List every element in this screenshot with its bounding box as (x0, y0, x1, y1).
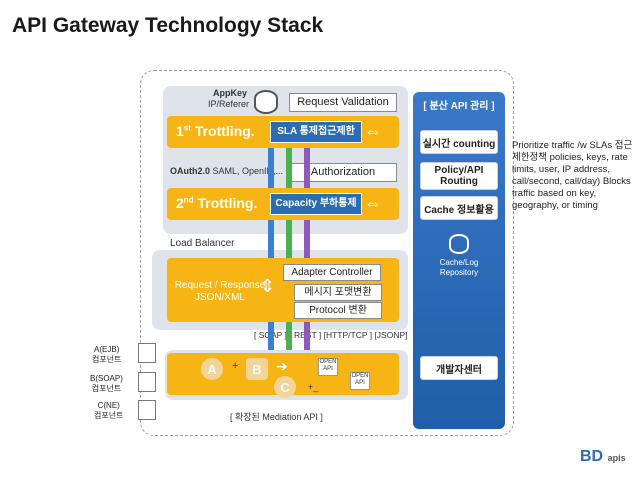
req-resp-label: Request / Response JSON/XML (170, 280, 270, 304)
adapter-controller-box: Adapter Controller (283, 264, 381, 281)
database-icon (254, 90, 278, 114)
sla-badge: SLA 통제접근제한 (270, 121, 362, 143)
component-c-name: C(NE) (97, 401, 120, 410)
plus-sign-2-text: + (308, 382, 314, 392)
policy-line1: Policy/API (434, 165, 484, 176)
pipe-green-2 (286, 220, 292, 258)
first-throttling-suffix: st (183, 123, 191, 133)
protocol-convert-box: Protocol 변환 (294, 302, 382, 319)
cache-database-icon (449, 234, 469, 254)
capacity-badge: Capacity 부하통제 (270, 193, 362, 215)
open-api-box-1: OPEN API (318, 358, 338, 376)
open-api-box-2: OPEN API (350, 372, 370, 390)
diagram-title: API Gateway Technology Stack (12, 14, 324, 37)
oauth-label: OAuth2.0 SAML, OpenID,... (170, 166, 283, 176)
open-api-2-line2: API (355, 380, 365, 386)
pipe-green-3 (286, 322, 292, 350)
ip-referer-label: IP/Referer (208, 99, 250, 109)
authorization-box: Authorization (289, 163, 397, 182)
pipe-green (286, 148, 292, 188)
first-throttling-ordinal: 1 (176, 123, 184, 139)
double-arrow-icon: ⇔ (364, 121, 382, 141)
oauth-rest: SAML, OpenID,... (212, 166, 284, 176)
second-throttling-word: Trottling. (197, 195, 258, 211)
node-a: A (201, 358, 223, 380)
cache-log-label: Cache/Log Repository (413, 258, 505, 278)
gateway-boundary (140, 70, 514, 436)
component-b-name: B(SOAP) (90, 374, 123, 383)
req-resp-line1: Request / Response (174, 280, 266, 291)
component-a-name: A(EJB) (94, 345, 120, 354)
realtime-counting-box: 실시간 counting (420, 130, 498, 154)
open-api-1-line2: API (323, 366, 333, 372)
open-api-1-line1: OPEN (319, 359, 337, 365)
req-resp-line2: JSON/XML (194, 292, 245, 303)
node-c: C (274, 376, 296, 398)
component-c-label: C(NE) 컴포넌트 (94, 401, 123, 421)
second-throttling-label: 2nd Trottling. (176, 195, 257, 211)
component-a-sub: 컴포넌트 (92, 355, 122, 364)
component-b-icon (138, 372, 156, 392)
plus-sign-1: + (232, 360, 239, 372)
sidebar-note: Prioritize traffic /w SLAs 접근제한정책 polici… (512, 140, 633, 211)
component-a-label: A(EJB) 컴포넌트 (92, 345, 121, 365)
distributed-api-header: [ 분산 API 관리 ] (423, 101, 495, 112)
pipe-blue (268, 148, 274, 188)
pipe-blue-3 (268, 322, 274, 350)
pipe-purple-3 (304, 322, 310, 350)
component-c-sub: 컴포넌트 (94, 411, 124, 420)
plus-sign-2: +_ (308, 382, 318, 392)
component-b-sub: 컴포넌트 (91, 384, 122, 393)
pipe-purple-2 (304, 220, 310, 258)
second-throttling-ordinal: 2 (176, 195, 184, 211)
mediation-label: [ 확장된 Mediation API ] (230, 412, 323, 422)
cache-usage-box: Cache 정보활용 (420, 196, 498, 220)
message-format-box: 메시지 포맷변환 (294, 284, 382, 301)
dev-center-box: 개발자센터 (420, 356, 498, 380)
logo-mark: BD (580, 448, 604, 465)
double-arrow-icon-2: ⇔ (364, 193, 382, 213)
oauth-bold: OAuth2.0 (170, 166, 211, 176)
cache-log-line2: Repository (439, 268, 479, 277)
policy-line2: Routing (440, 176, 478, 187)
appkey-label: AppKey (213, 88, 248, 98)
pipe-purple (304, 148, 310, 188)
protocols-label: [ SOAP ] [ REST ] [HTTP/TCP ] [JSONP] (254, 330, 408, 340)
open-api-2-line1: OPEN (351, 373, 369, 379)
first-throttling-word: Trottling. (194, 123, 255, 139)
node-b: B (246, 358, 268, 380)
logo-text: apis (607, 453, 626, 463)
first-throttling-label: 1st Trottling. (176, 123, 255, 139)
underscore-text: _ (313, 382, 319, 392)
request-validation-box: Request Validation (289, 93, 397, 112)
arrow-right-icon: ➔ (276, 358, 288, 374)
component-b-label: B(SOAP) 컴포넌트 (90, 374, 123, 394)
component-c-icon (138, 400, 156, 420)
vertical-double-arrow-icon: ⇕ (260, 276, 276, 296)
pipe-blue-2 (268, 220, 274, 258)
load-balancer-label: Load Balancer (170, 238, 235, 249)
cache-log-line1: Cache/Log (439, 258, 479, 267)
component-a-icon (138, 343, 156, 363)
policy-routing-box: Policy/API Routing (420, 162, 498, 190)
bd-logo: BD apis (580, 448, 626, 466)
second-throttling-suffix: nd (183, 195, 194, 205)
